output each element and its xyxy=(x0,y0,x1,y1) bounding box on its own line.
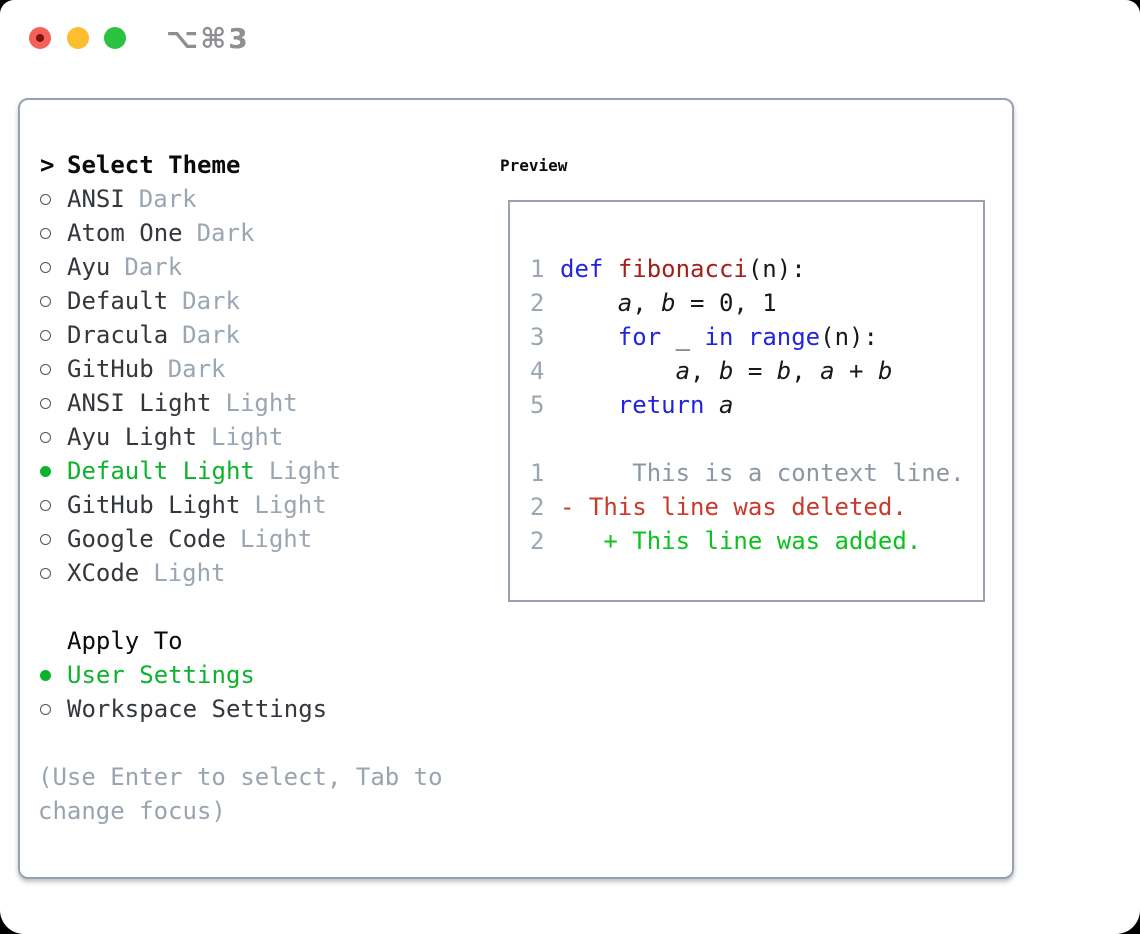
radio-unselected-icon xyxy=(38,261,67,273)
line-number: 4 xyxy=(530,357,545,385)
help-text: (Use Enter to select, Tab to change focu… xyxy=(38,763,443,825)
apply-to-title: Apply To xyxy=(67,627,183,655)
option-label: ANSI xyxy=(67,185,125,213)
theme-option-default-light[interactable]: Default Light Light xyxy=(38,454,474,488)
option-label: GitHub xyxy=(67,355,154,383)
variant-tag: Light xyxy=(268,457,342,485)
theme-option-google-code[interactable]: Google Code Light xyxy=(38,522,474,556)
code-content: return a xyxy=(617,391,734,419)
theme-option-ayu-light[interactable]: Ayu Light Light xyxy=(38,420,474,454)
titlebar: ⌥⌘3 xyxy=(0,0,1140,76)
option-label: Ayu xyxy=(67,253,111,281)
variant-tag: Dark xyxy=(138,185,197,213)
radio-selected-icon xyxy=(38,465,67,477)
line-number: 2 xyxy=(530,527,545,555)
zoom-button-icon[interactable] xyxy=(104,27,126,49)
radio-unselected-icon xyxy=(38,397,67,409)
line-number: 1 xyxy=(530,255,545,283)
line-number: 2 xyxy=(530,493,545,521)
line-number: 3 xyxy=(530,323,545,351)
preview-diff: 1 This is a context line. 2 - This line wa… xyxy=(530,456,983,558)
focus-caret-icon: > xyxy=(40,151,55,179)
option-label: Default xyxy=(67,287,169,315)
theme-option-github-light[interactable]: GitHub Light Light xyxy=(38,488,474,522)
variant-tag: Dark xyxy=(167,355,226,383)
radio-unselected-icon xyxy=(38,499,67,511)
variant-tag: Dark xyxy=(124,253,183,281)
option-label: GitHub Light xyxy=(67,491,241,519)
diff-text: - This line was deleted. xyxy=(560,493,907,521)
diff-text: This is a context line. xyxy=(560,459,965,487)
apply-option-user-settings[interactable]: User Settings xyxy=(38,658,474,692)
code-line-4: 4 a, b = b, a + b xyxy=(530,354,983,388)
option-label: ANSI Light xyxy=(67,389,212,417)
code-content: a, b = 0, 1 xyxy=(617,289,777,317)
diff-line-added: 2 + This line was added. xyxy=(530,524,983,558)
diff-line-deleted: 2 - This line was deleted. xyxy=(530,490,983,524)
radio-unselected-icon xyxy=(38,703,67,715)
apply-option-workspace-settings[interactable]: Workspace Settings xyxy=(38,692,474,726)
apply-to-header: Apply To xyxy=(38,624,474,658)
theme-option-xcode[interactable]: XCode Light xyxy=(38,556,474,590)
variant-tag: Light xyxy=(225,389,298,417)
option-label: Atom One xyxy=(67,219,183,247)
variant-tag: Light xyxy=(211,423,284,451)
close-button-icon[interactable] xyxy=(29,27,51,49)
code-line-1: 1 def fibonacci(n): xyxy=(530,252,983,286)
theme-option-default[interactable]: Default Dark xyxy=(38,284,474,318)
radio-unselected-icon xyxy=(38,329,67,341)
theme-list-header: > Select Theme xyxy=(38,148,474,182)
option-label: Ayu Light xyxy=(67,423,198,451)
variant-tag: Light xyxy=(254,491,327,519)
option-label: Dracula xyxy=(67,321,169,349)
code-line-2: 2 a, b = 0, 1 xyxy=(530,286,983,320)
theme-option-github[interactable]: GitHub Dark xyxy=(38,352,474,386)
variant-tag: Light xyxy=(239,525,313,553)
preview-title: Preview xyxy=(500,155,568,175)
theme-option-ansi-light[interactable]: ANSI Light Light xyxy=(38,386,474,420)
radio-unselected-icon xyxy=(38,295,67,307)
code-content: a, b = b, a + b xyxy=(675,357,893,385)
line-number: 5 xyxy=(530,391,545,419)
option-label: User Settings xyxy=(67,661,255,689)
code-line-5: 5 return a xyxy=(530,388,983,422)
radio-unselected-icon xyxy=(38,533,67,545)
theme-option-dracula[interactable]: Dracula Dark xyxy=(38,318,474,352)
theme-list-title: Select Theme xyxy=(67,151,241,179)
radio-unselected-icon xyxy=(38,431,67,443)
variant-tag: Dark xyxy=(182,321,240,349)
line-number: 1 xyxy=(530,459,545,487)
variant-tag: Dark xyxy=(196,219,255,247)
option-label: Default Light xyxy=(67,457,255,485)
code-content: def fibonacci(n): xyxy=(560,255,806,283)
theme-option-atom-one[interactable]: Atom One Dark xyxy=(38,216,474,250)
radio-unselected-icon xyxy=(38,363,67,375)
radio-unselected-icon xyxy=(38,193,67,205)
variant-tag: Dark xyxy=(182,287,240,315)
option-label: Workspace Settings xyxy=(67,695,328,723)
variant-tag: Light xyxy=(153,559,226,587)
theme-option-ayu[interactable]: Ayu Dark xyxy=(38,250,474,284)
window-title: ⌥⌘3 xyxy=(166,22,250,55)
option-label: Google Code xyxy=(67,525,226,553)
theme-option-ansi[interactable]: ANSI Dark xyxy=(38,182,474,216)
radio-selected-icon xyxy=(38,669,67,681)
line-number: 2 xyxy=(530,289,545,317)
diff-text: + This line was added. xyxy=(560,527,922,555)
code-line-3: 3 for _ in range(n): xyxy=(530,320,983,354)
minimize-button-icon[interactable] xyxy=(67,27,89,49)
option-label: XCode xyxy=(67,559,140,587)
radio-unselected-icon xyxy=(38,567,67,579)
diff-line-context: 1 This is a context line. xyxy=(530,456,983,490)
code-content: for _ in range(n): xyxy=(617,323,878,351)
radio-unselected-icon xyxy=(38,227,67,239)
